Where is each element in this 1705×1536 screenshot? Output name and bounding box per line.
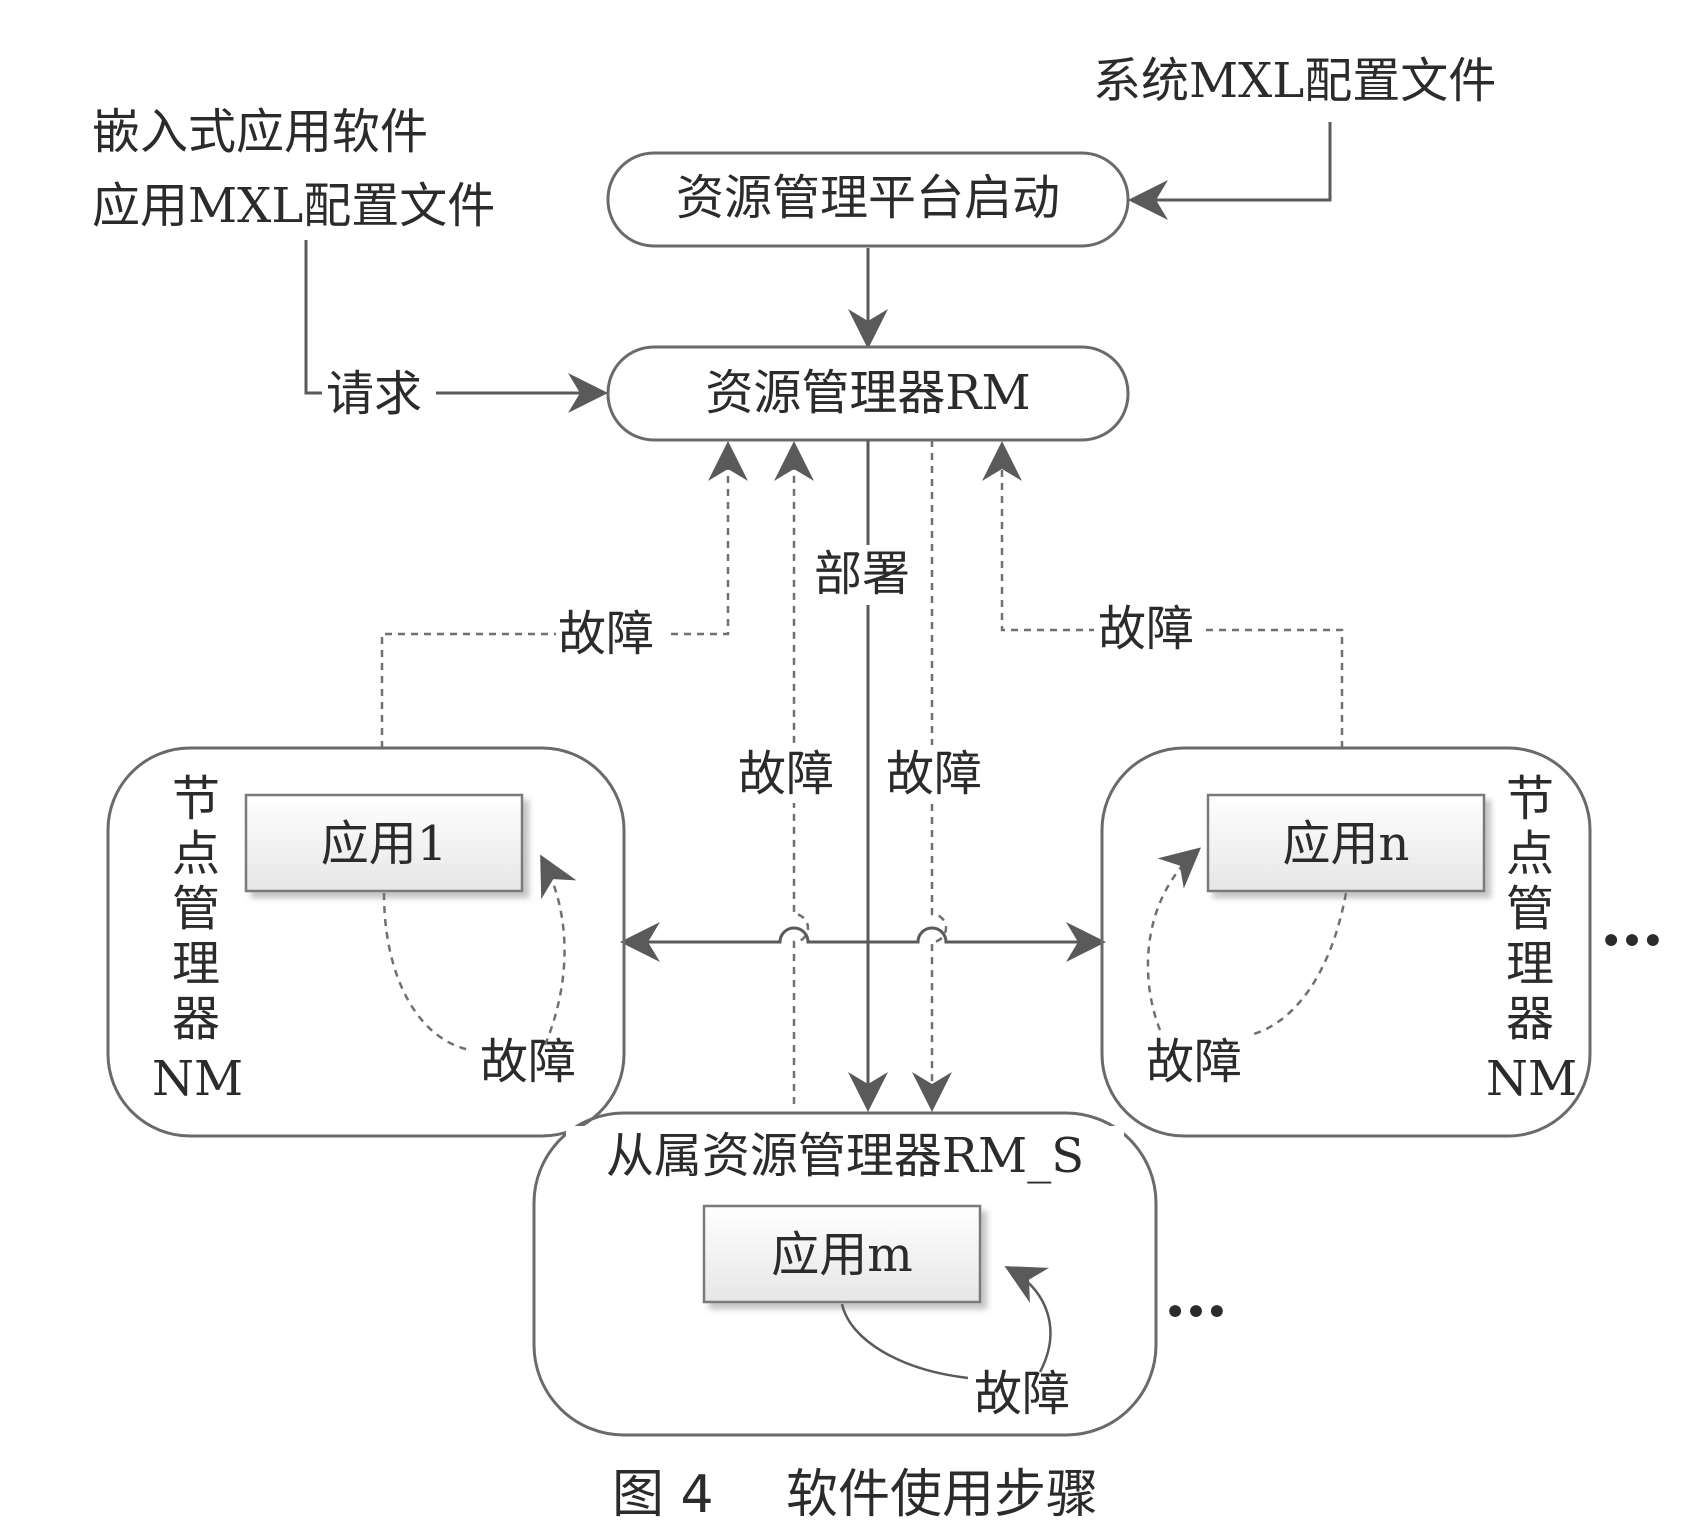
right-nm-char-3: 理 <box>1506 936 1554 992</box>
left-nm-fault-label: 故障 <box>558 606 654 662</box>
appm-label: 应用m <box>771 1227 913 1283</box>
app-config-file-label: 应用MXL配置文件 <box>92 178 495 234</box>
right-nm-suffix: NM <box>1486 1051 1577 1107</box>
right-nm-char-1: 点 <box>1506 826 1554 882</box>
rms-fault-up-line <box>774 441 814 1104</box>
right-nm-char-2: 管 <box>1506 881 1554 937</box>
request-label: 请求 <box>326 366 422 422</box>
appn-fault-loop <box>1146 850 1348 1037</box>
more-rm-s-ellipsis: … <box>1164 1257 1228 1332</box>
left-nm-container <box>106 746 626 1138</box>
right-nm-vertical-label: 节 点 管 理 器 NM <box>1486 771 1577 1107</box>
appn-fault-label: 故障 <box>1146 1034 1242 1090</box>
right-nm-fault-label: 故障 <box>1098 601 1194 657</box>
left-nm-char-4: 器 <box>172 991 220 1047</box>
rm-label: 资源管理器RM <box>705 365 1030 421</box>
rm-fault-down-label: 故障 <box>886 746 982 802</box>
appm-fault-loop <box>840 1268 1052 1380</box>
left-nm-char-1: 点 <box>172 826 220 882</box>
figure-number: 图 4 <box>612 1465 714 1525</box>
rm-fault-down-line <box>912 440 952 1112</box>
app1-label: 应用1 <box>321 816 448 872</box>
system-config-arrow <box>1128 122 1332 220</box>
left-nm-char-3: 理 <box>172 936 220 992</box>
appn-label: 应用n <box>1283 816 1410 872</box>
deploy-label: 部署 <box>814 546 910 602</box>
system-config-file-label: 系统MXL配置文件 <box>1093 53 1496 109</box>
right-nm-char-0: 节 <box>1506 771 1554 827</box>
embedded-app-software-label: 嵌入式应用软件 <box>92 104 428 160</box>
app1-box <box>244 793 524 893</box>
right-nm-char-4: 器 <box>1506 991 1554 1047</box>
rm-s-label: 从属资源管理器RM_S <box>606 1128 1084 1184</box>
nm-interconnect-line <box>624 926 1100 944</box>
right-nm-container <box>1100 746 1592 1138</box>
app1-fault-loop <box>382 858 565 1052</box>
platform-start-label: 资源管理平台启动 <box>676 170 1060 226</box>
appm-box <box>702 1204 982 1304</box>
right-nm-fault-line <box>982 441 1344 748</box>
left-nm-char-0: 节 <box>172 771 220 827</box>
figure-title: 软件使用步骤 <box>786 1465 1098 1525</box>
left-nm-fault-line <box>380 441 748 748</box>
left-nm-vertical-label: 节 点 管 理 器 NM <box>152 771 243 1107</box>
more-nodes-ellipsis: … <box>1600 886 1664 961</box>
rms-fault-up-label: 故障 <box>738 746 834 802</box>
app1-fault-label: 故障 <box>480 1034 576 1090</box>
left-nm-char-2: 管 <box>172 881 220 937</box>
request-connector <box>304 240 322 395</box>
left-nm-suffix: NM <box>152 1051 243 1107</box>
appm-fault-label: 故障 <box>974 1366 1070 1422</box>
rm-s-container <box>532 1111 1158 1437</box>
